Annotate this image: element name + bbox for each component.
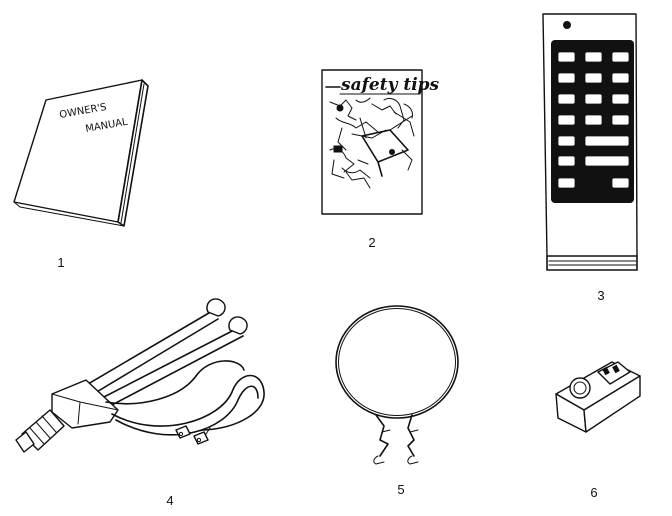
remote-key: [611, 72, 630, 84]
remote-key: [557, 135, 576, 147]
remote-key: [584, 93, 603, 105]
remote-key: [584, 155, 630, 167]
remote-indicator-led: [563, 21, 571, 29]
spade-lug-1: [175, 425, 191, 439]
remote-key: [557, 72, 576, 84]
remote-key: [557, 51, 576, 63]
remote-key: [584, 135, 630, 147]
remote-control-illustration: [542, 13, 638, 271]
loop-antenna-illustration: [335, 305, 459, 465]
booklet-title: safety tips: [340, 75, 440, 95]
remote-key: [584, 72, 603, 84]
antenna-adapter-illustration: [15, 298, 265, 453]
remote-key: [557, 177, 576, 189]
remote-keys: [557, 51, 630, 189]
remote-key: [557, 155, 576, 167]
booklet-cover-art: [329, 97, 415, 189]
adapter-knob: [569, 377, 591, 399]
adapter-body: [51, 379, 119, 429]
item-3-number: 3: [597, 288, 604, 303]
owners-manual-illustration: OWNER'S MANUAL: [13, 79, 149, 227]
safety-tips-booklet-illustration: safety tips: [321, 69, 440, 215]
item-6-number: 6: [590, 485, 597, 500]
remote-key: [611, 51, 630, 63]
remote-key: [611, 114, 630, 126]
remote-key: [611, 177, 630, 189]
remote-key: [611, 93, 630, 105]
item-2-number: 2: [368, 235, 375, 250]
item-5-number: 5: [397, 482, 404, 497]
remote-key: [557, 114, 576, 126]
rod-tip-right: [228, 316, 248, 335]
item-4-number: 4: [166, 493, 173, 508]
ac-adapter-illustration: [555, 361, 641, 433]
remote-key: [584, 51, 603, 63]
remote-key: [557, 93, 576, 105]
item-1-number: 1: [57, 255, 64, 270]
rod-tip-left: [206, 298, 226, 317]
remote-key: [584, 114, 603, 126]
